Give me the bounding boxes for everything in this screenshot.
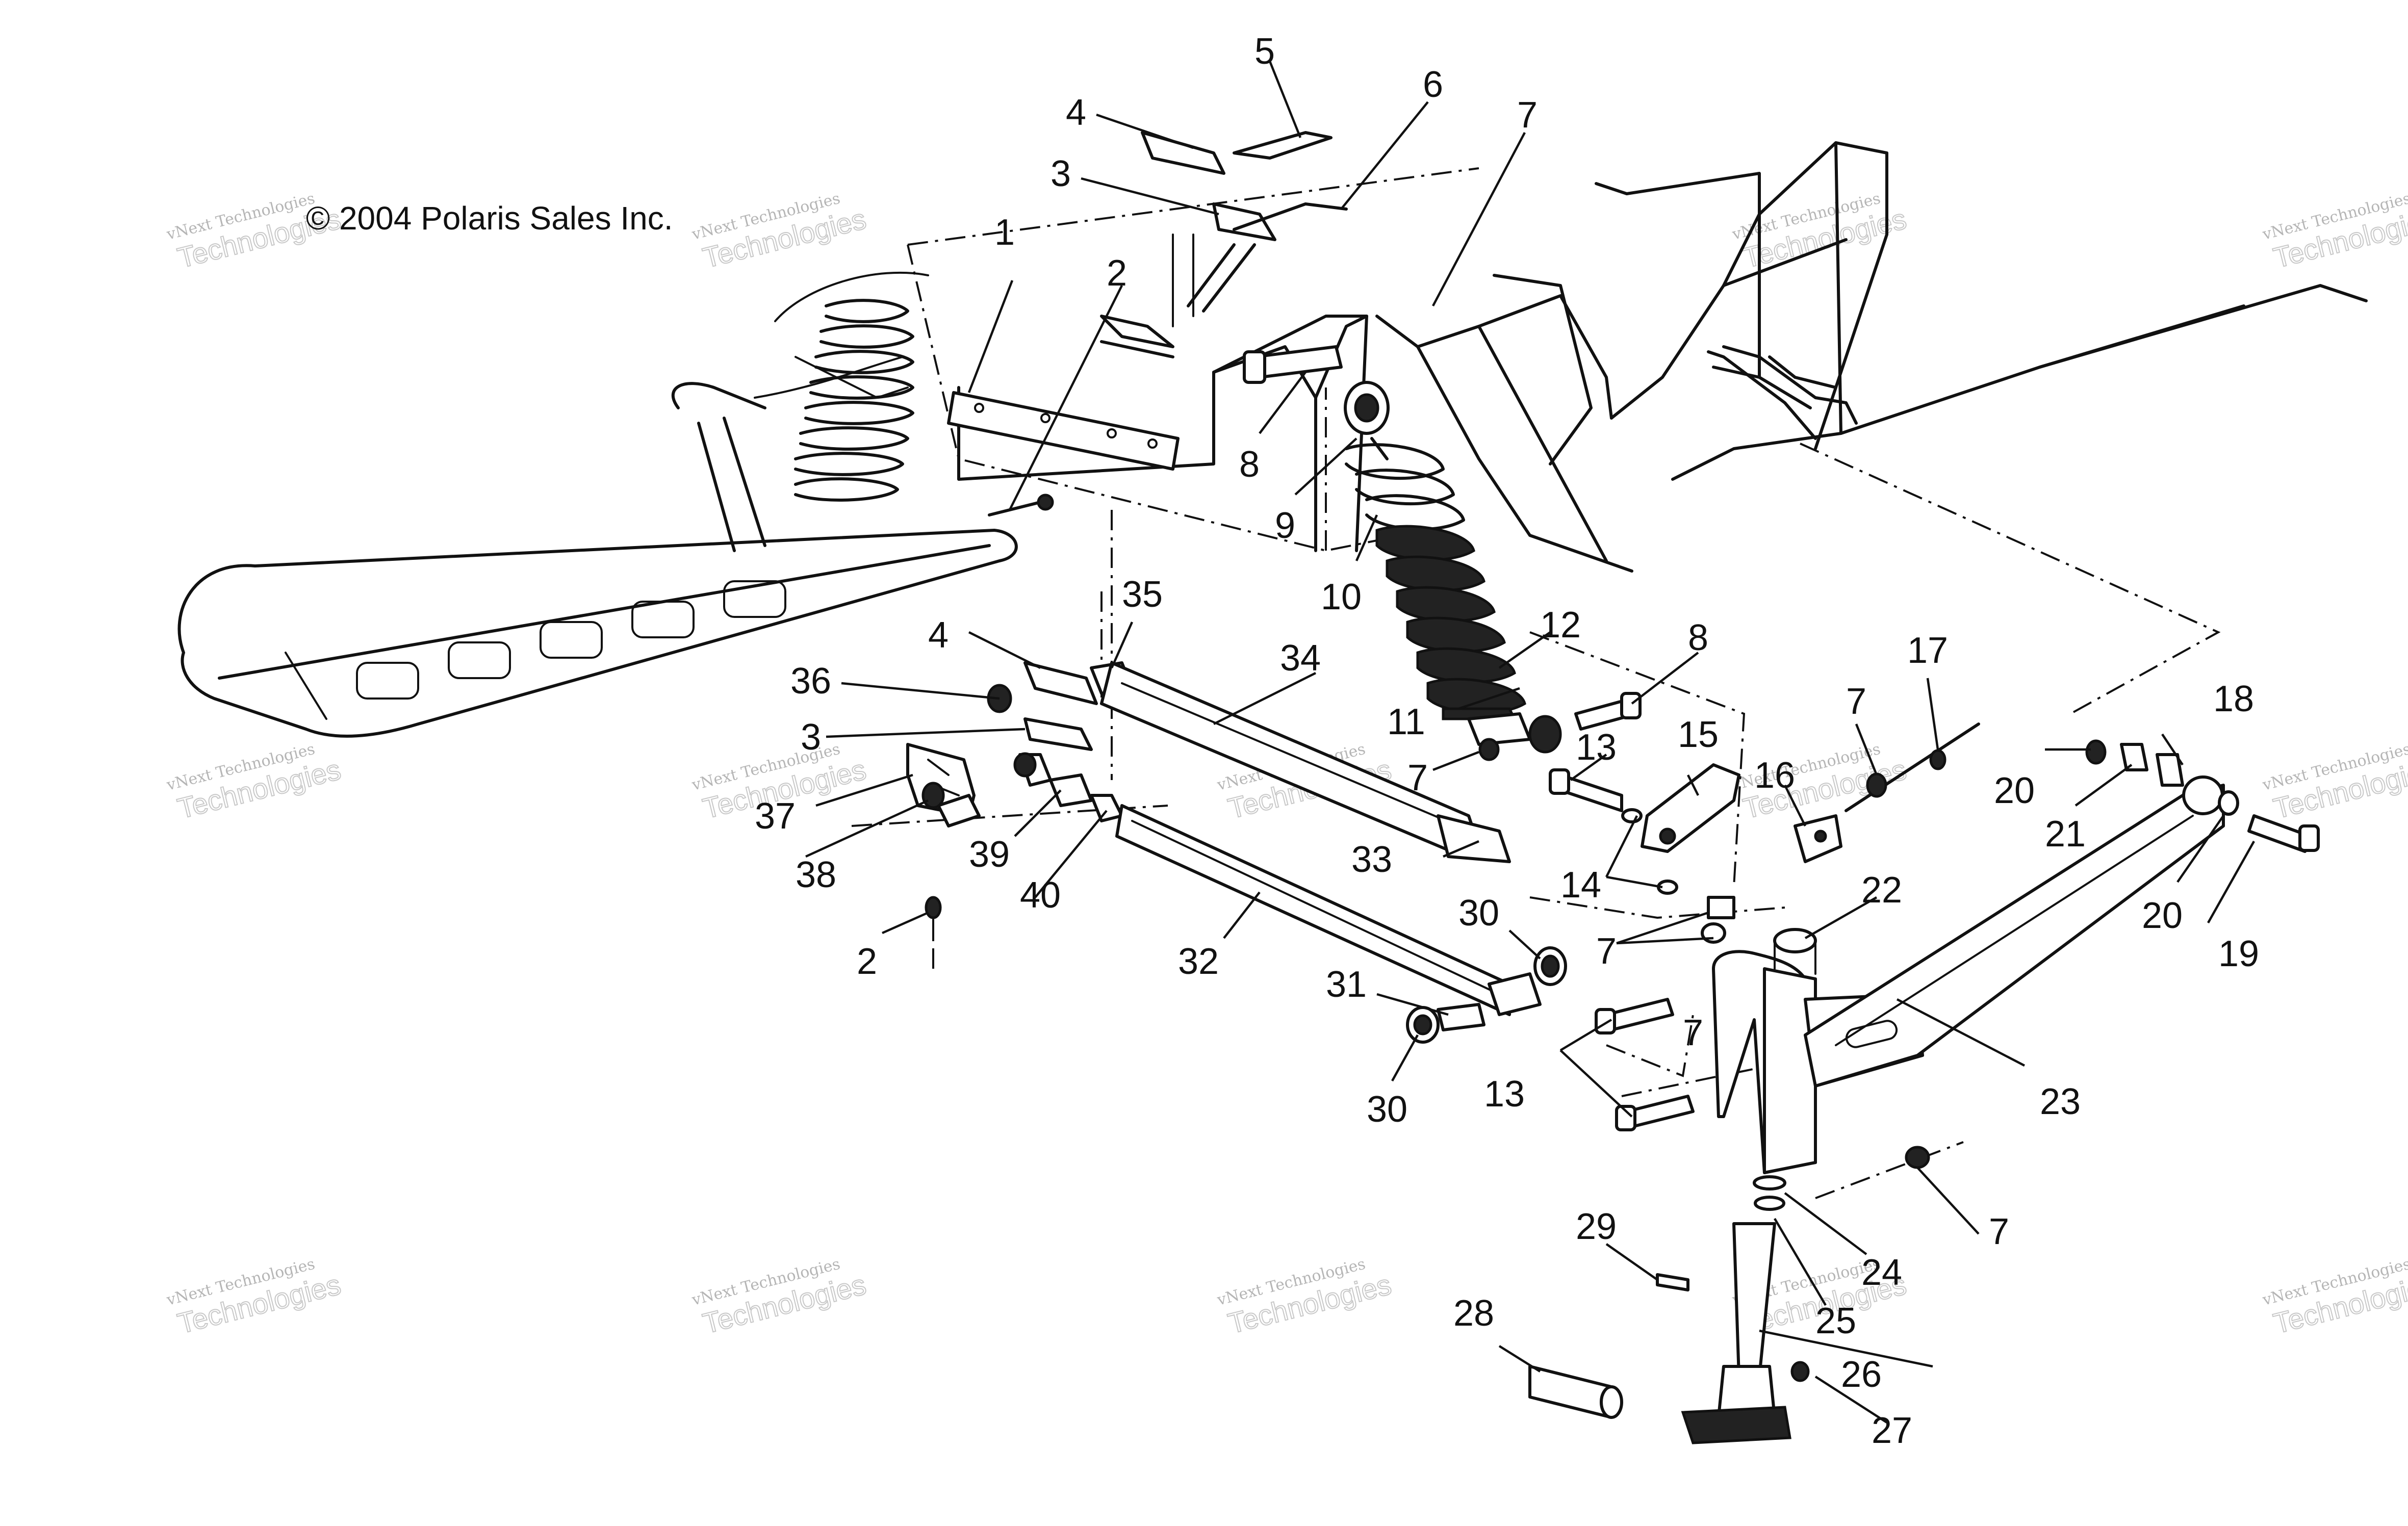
callout-39: 39 xyxy=(969,834,1010,875)
watermark: vNext Technologies Technologies xyxy=(2260,190,2408,275)
callout-26: 26 xyxy=(1841,1354,1882,1395)
shock-spring xyxy=(1345,443,1526,720)
callout-19: 19 xyxy=(2218,934,2259,974)
callout-2: 2 xyxy=(857,941,877,982)
a-arm-23 xyxy=(1804,775,2225,1088)
callout-14: 14 xyxy=(1560,865,1601,906)
callout-36: 36 xyxy=(790,661,831,702)
callout-20: 20 xyxy=(2142,895,2183,936)
watermark: vNext Technologies Technologies xyxy=(689,1255,869,1340)
callout-28: 28 xyxy=(1453,1293,1494,1334)
bushing-28 xyxy=(1528,1365,1623,1419)
pin-2-upper xyxy=(988,494,1054,516)
callout-3: 3 xyxy=(1051,153,1071,194)
watermark: vNext Technologies Technologies xyxy=(1730,190,1910,275)
left-ski-assembly xyxy=(177,271,1018,738)
callout-20: 20 xyxy=(1994,770,2035,811)
callout-31: 31 xyxy=(1326,964,1367,1005)
callout-7: 7 xyxy=(1846,681,1866,722)
watermark: vNext Technologies Technologies xyxy=(689,190,869,275)
leader-lines xyxy=(805,61,2255,1424)
callout-12: 12 xyxy=(1540,605,1581,645)
callout-24: 24 xyxy=(1861,1252,1902,1293)
callout-40: 40 xyxy=(1020,875,1061,916)
rod-end-hardware xyxy=(1406,946,1567,1044)
callout-21: 21 xyxy=(2045,814,2086,855)
callout-7: 7 xyxy=(1517,95,1538,136)
callout-35: 35 xyxy=(1122,574,1163,615)
callout-27: 27 xyxy=(1872,1410,1912,1451)
nuts-7-center xyxy=(1701,896,1735,944)
callout-30: 30 xyxy=(1367,1089,1407,1130)
callout-32: 32 xyxy=(1178,941,1219,982)
callout-6: 6 xyxy=(1423,64,1443,105)
callout-7: 7 xyxy=(1596,931,1617,972)
callout-17: 17 xyxy=(1907,630,1948,671)
callout-22: 22 xyxy=(1861,870,1902,911)
spindle-shaft xyxy=(1681,1175,1810,1444)
callout-37: 37 xyxy=(755,796,796,837)
callouts: 1 2 2 3 3 4 4 5 6 7 7 7 7 7 7 8 8 9 10 1… xyxy=(755,31,2259,1451)
left-spring xyxy=(794,299,914,502)
nut-7-right xyxy=(1905,1146,1930,1169)
watermark: vNext Technologies Technologies xyxy=(164,740,344,825)
callout-4: 4 xyxy=(928,615,949,656)
callout-11: 11 xyxy=(1387,702,1425,742)
lower-linkage xyxy=(906,661,1134,939)
steering-arm-15 xyxy=(1641,763,1740,853)
callout-34: 34 xyxy=(1280,638,1321,679)
callout-7: 7 xyxy=(1407,758,1428,798)
shock-absorber xyxy=(1344,381,1562,754)
callout-33: 33 xyxy=(1351,839,1392,880)
upper-linkage xyxy=(1100,131,1348,358)
bolt-8-lower xyxy=(1574,692,1642,731)
lower-tie-rod xyxy=(1115,804,1542,1016)
watermark: vNext Technologies Technologies xyxy=(2260,740,2408,825)
callout-4: 4 xyxy=(1066,92,1086,133)
bracket-plate xyxy=(947,391,1180,471)
callout-13: 13 xyxy=(1484,1074,1525,1115)
watermark: vNext Technologies Technologies xyxy=(1215,1255,1395,1340)
watermark: vNext Technologies Technologies xyxy=(164,1255,344,1340)
watermark: vNext Technologies Technologies xyxy=(2260,1255,2408,1340)
zerk-29 xyxy=(1656,1273,1689,1291)
callout-8: 8 xyxy=(1688,617,1708,658)
pin-17 xyxy=(1845,722,1980,812)
callout-15: 15 xyxy=(1678,714,1719,755)
callout-7: 7 xyxy=(1683,1013,1703,1053)
bracket-16 xyxy=(1794,814,1842,863)
callout-16: 16 xyxy=(1754,755,1795,796)
callout-29: 29 xyxy=(1576,1206,1617,1247)
bolt-13-upper xyxy=(1549,768,1623,812)
bolt-8-upper xyxy=(1243,345,1343,384)
callout-38: 38 xyxy=(796,855,836,895)
callout-13: 13 xyxy=(1576,727,1617,768)
callout-9: 9 xyxy=(1275,505,1295,546)
callout-30: 30 xyxy=(1458,893,1499,934)
callout-2: 2 xyxy=(1107,253,1127,294)
callout-23: 23 xyxy=(2040,1081,2081,1122)
right-frame-bracket xyxy=(1707,345,1858,440)
a-arm-bushings xyxy=(2085,739,2320,853)
nut-7-left xyxy=(1478,738,1500,761)
callout-10: 10 xyxy=(1321,577,1362,617)
bolts-13-lower xyxy=(1595,998,1695,1131)
chassis-outline xyxy=(851,167,2221,1199)
callout-25: 25 xyxy=(1815,1301,1856,1341)
callout-7: 7 xyxy=(1989,1211,2009,1252)
callout-1: 1 xyxy=(994,212,1015,253)
spindle-housing xyxy=(1712,928,1817,1174)
callout-5: 5 xyxy=(1254,31,1275,72)
callout-18: 18 xyxy=(2213,679,2254,719)
copyright-notice: © 2004 Polaris Sales Inc. xyxy=(306,200,673,237)
callout-3: 3 xyxy=(801,717,821,758)
callout-8: 8 xyxy=(1239,444,1260,485)
